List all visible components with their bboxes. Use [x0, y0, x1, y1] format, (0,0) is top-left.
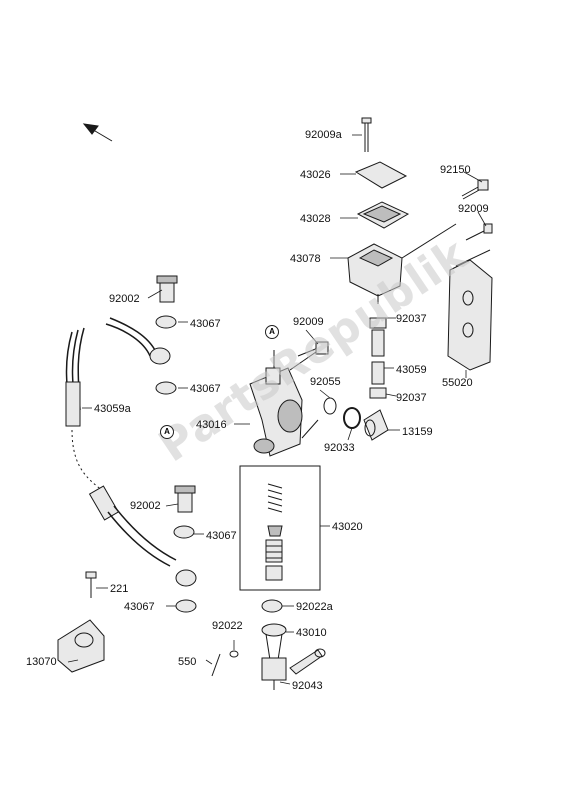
piston-kit-43020 [239, 465, 321, 591]
o-ring-92055 [323, 397, 337, 415]
screw-221 [85, 571, 97, 598]
part-label-43078: 43078 [290, 253, 321, 265]
leader-lines [67, 134, 487, 685]
washer-43067-2 [155, 381, 177, 395]
bolt-92009a [361, 117, 372, 152]
bolt-92009-centre [297, 341, 329, 357]
part-label-13159: 13159 [402, 426, 433, 438]
reference-mark-a-left: A [160, 425, 174, 439]
reference-mark-a-top: A [265, 325, 279, 339]
washer-43067-1 [155, 315, 177, 329]
part-label-43010: 43010 [296, 627, 327, 639]
part-label-550: 550 [178, 656, 197, 668]
hose-assembly-43059 [369, 317, 387, 399]
part-label-43067-2: 43067 [190, 383, 221, 395]
part-label-43067-4: 43067 [124, 601, 155, 613]
reservoir-43078 [347, 223, 457, 304]
diaphragm-43028 [356, 201, 410, 229]
banjo-bolt-92002-bottom [174, 485, 196, 513]
part-label-92009-right: 92009 [458, 203, 489, 215]
part-label-92009a: 92009a [305, 129, 342, 141]
part-label-92043: 92043 [292, 680, 323, 692]
part-label-92002-bottom: 92002 [130, 500, 161, 512]
bolt-92009-right [465, 223, 493, 241]
direction-arrow-icon [82, 123, 113, 142]
clamp-13070 [57, 619, 105, 673]
washer-43067-4 [175, 599, 197, 613]
part-label-92055: 92055 [310, 376, 341, 388]
part-label-13070: 13070 [26, 656, 57, 668]
washer-43067-3 [173, 525, 195, 539]
part-label-43016: 43016 [196, 419, 227, 431]
circlip-92033 [343, 407, 361, 429]
part-label-92037-bottom: 92037 [396, 392, 427, 404]
part-label-92033: 92033 [324, 442, 355, 454]
banjo-bolt-92002-top [156, 275, 178, 303]
brake-hose-43059a [65, 317, 197, 587]
part-label-43026: 43026 [300, 169, 331, 181]
part-label-92037-top: 92037 [396, 313, 427, 325]
pin-92043 [289, 648, 326, 675]
part-label-221: 221 [110, 583, 129, 595]
part-label-43067-1: 43067 [190, 318, 221, 330]
push-rod-43010 [261, 623, 287, 690]
washer-92022 [229, 650, 239, 658]
part-label-43059a: 43059a [94, 403, 131, 415]
guard-plate-55020 [447, 249, 493, 371]
bolt-92150 [461, 179, 489, 200]
master-cylinder-43016 [249, 350, 319, 457]
part-label-43028: 43028 [300, 213, 331, 225]
part-label-92150: 92150 [440, 164, 471, 176]
part-label-92009-centre: 92009 [293, 316, 324, 328]
washer-92022a [261, 599, 283, 613]
part-label-43067-3: 43067 [206, 530, 237, 542]
part-label-43059: 43059 [396, 364, 427, 376]
part-label-92022: 92022 [212, 620, 243, 632]
reservoir-cap-43026 [354, 161, 408, 189]
part-label-43020: 43020 [332, 521, 363, 533]
fitting-13159 [363, 409, 389, 441]
part-label-92002-top: 92002 [109, 293, 140, 305]
part-label-92022a: 92022a [296, 601, 333, 613]
cotter-pin-550 [211, 653, 221, 677]
part-label-55020: 55020 [442, 377, 473, 389]
